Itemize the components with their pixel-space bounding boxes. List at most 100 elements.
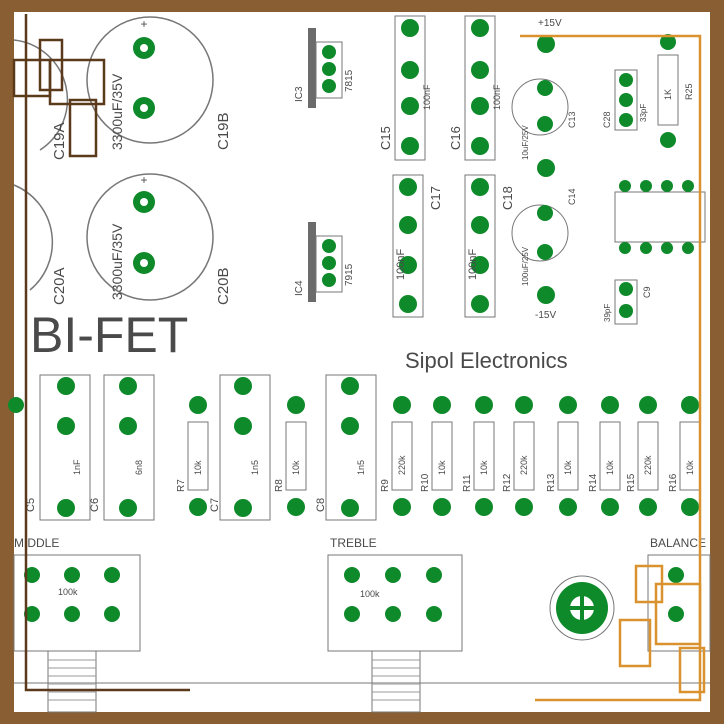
svg-text:33pF: 33pF [639,104,648,122]
svg-text:C6: C6 [89,498,101,512]
svg-text:220k: 220k [643,455,653,475]
svg-text:R9: R9 [380,479,391,492]
rail-neg-pad [537,286,555,304]
svg-text:10k: 10k [291,460,301,475]
svg-text:7815: 7815 [344,69,355,92]
svg-text:+: + [140,173,147,187]
cap-c19b-ref: C19B [215,112,232,150]
svg-text:C18: C18 [500,186,515,210]
svg-text:C16: C16 [448,126,463,150]
svg-text:100uF/25V: 100uF/25V [521,246,530,286]
overlay-frame-right [520,34,706,702]
cap-c28: C28 33pF [602,69,648,131]
svg-text:R10: R10 [420,473,431,492]
svg-text:10k: 10k [479,460,489,475]
cap-c20a-ref: C20A [51,267,68,305]
svg-text:10k: 10k [437,460,447,475]
cap-c19b: + 3300uF/35V C19B [86,16,232,150]
svg-text:R14: R14 [588,473,599,492]
svg-text:100nF: 100nF [492,84,502,110]
cap-c18: 100nF C18 [464,174,515,318]
rail-pos-pad [537,35,555,53]
svg-text:R15: R15 [626,473,637,492]
svg-text:100nF: 100nF [395,249,407,280]
svg-text:R12: R12 [502,473,513,492]
svg-text:1n5: 1n5 [356,460,366,475]
svg-text:10k: 10k [605,460,615,475]
resistor-row: 10kR710kR8220kR910kR1010kR11220kR1210kR1… [8,396,701,516]
cap-c14: 100uF/25V C14 [511,188,577,286]
board-title: BI-FET [30,307,188,363]
svg-text:R25: R25 [684,83,694,100]
svg-text:10k: 10k [193,460,203,475]
ic4-regulator: IC4 7915 [294,222,355,302]
svg-text:C17: C17 [428,186,443,210]
svg-text:220k: 220k [519,455,529,475]
svg-text:1nF: 1nF [72,459,82,475]
rail-neg-label: -15V [535,310,556,321]
cap-c19a-ref: C19A [51,122,68,160]
svg-text:C15: C15 [378,126,393,150]
cap-c20b-value: 3300uF/35V [109,223,125,300]
pot-middle-label: MIDDLE [14,536,59,550]
svg-text:C14: C14 [567,188,577,205]
cap-c20b: + 3300uF/35V C20B [86,173,232,305]
maker-label: Sipol Electronics [405,348,568,373]
cap-c15: 100nF C15 [378,15,432,161]
svg-text:100nF: 100nF [467,249,479,280]
cap-c19a-outline [13,39,69,151]
svg-text:R11: R11 [462,474,473,492]
pot-treble: TREBLE 100k [327,536,463,713]
svg-text:C5: C5 [25,498,37,512]
svg-text:6n8: 6n8 [134,460,144,475]
ic3-regulator: IC3 7815 [294,28,355,108]
overlay-frame-left [12,14,190,692]
svg-text:C13: C13 [567,111,577,128]
svg-text:R13: R13 [546,473,557,492]
cap-c9: 39pF C9 [603,279,652,325]
svg-text:10uF/25V: 10uF/25V [521,125,530,160]
svg-text:220k: 220k [397,455,407,475]
svg-text:C28: C28 [602,111,612,128]
svg-text:1n5: 1n5 [250,460,260,475]
svg-text:100k: 100k [58,587,78,597]
cap-c5: 1nF C5 [25,374,91,521]
ic-socket [614,180,706,254]
svg-text:R16: R16 [668,473,679,492]
resistor-r25: 1K R25 [657,34,694,148]
rail-mid-pad [537,159,555,177]
pot-treble-label: TREBLE [330,536,377,550]
cap-c20a-outline [13,184,54,291]
ground-symbol [549,575,615,641]
svg-text:IC4: IC4 [294,280,305,296]
cap-c20b-ref: C20B [215,267,232,305]
svg-text:10k: 10k [685,460,695,475]
svg-text:R8: R8 [274,479,285,492]
cap-c16: 100nF C16 [448,15,502,161]
svg-text:C8: C8 [315,498,327,512]
svg-text:100nF: 100nF [422,84,432,110]
cap-c17: 100nF C17 [392,174,443,318]
svg-text:100k: 100k [360,589,380,599]
cap-c7: 1n5 C7 [209,374,271,521]
rail-pos-label: +15V [538,18,562,29]
pot-balance-label: BALANCE [650,536,706,550]
svg-text:IC3: IC3 [294,86,305,102]
svg-text:1K: 1K [663,89,673,100]
svg-text:+: + [140,17,147,31]
edge-pad [8,397,24,413]
svg-text:39pF: 39pF [603,304,612,322]
svg-text:R7: R7 [176,479,187,492]
svg-text:7915: 7915 [344,263,355,286]
cap-c8: 1n5 C8 [315,374,377,521]
